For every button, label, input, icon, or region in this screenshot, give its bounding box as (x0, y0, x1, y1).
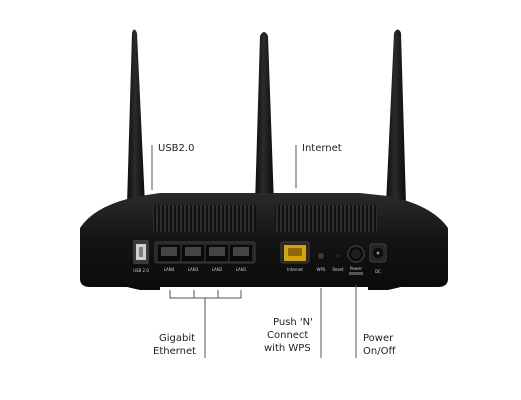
lan-port-block: LAN4 LAN3 LAN2 LAN1 (154, 241, 256, 272)
wps-button: WPS (317, 253, 326, 272)
power-callout-line-1: Power (363, 333, 394, 344)
antenna-right (386, 29, 406, 205)
wps-label: WPS (317, 267, 326, 272)
dc-label: DC (375, 269, 381, 274)
callout-lines (151, 145, 357, 358)
vent-grille-left (153, 205, 256, 232)
power-callout-line-2: On/Off (363, 346, 396, 357)
power-button: Power (347, 245, 365, 275)
power-label: Power (350, 266, 362, 271)
reset-button: Reset (332, 254, 344, 272)
antenna-center (255, 32, 274, 205)
ethernet-callout-line-1: Gigabit (159, 333, 196, 344)
power-callout-label: Power On/Off (363, 332, 395, 358)
lan-port-4 (158, 245, 180, 261)
reset-label: Reset (332, 267, 344, 272)
ethernet-callout-line-2: Ethernet (153, 346, 197, 357)
lan3-label: LAN3 (188, 267, 199, 272)
wps-callout-line-1: Push 'N' (273, 317, 313, 328)
internet-port: Internet (280, 241, 310, 272)
lan-port-1 (230, 245, 252, 261)
wps-callout-line-3: with WPS (264, 343, 311, 354)
lan-port-3 (182, 245, 204, 261)
ethernet-bracket (169, 290, 242, 299)
lan1-label: LAN1 (236, 267, 247, 272)
lan-port-2 (206, 245, 228, 261)
usb-port: USB 2.0 (133, 240, 149, 273)
antenna-left (127, 29, 145, 205)
internet-port-label: Internet (287, 267, 303, 272)
lan4-label: LAN4 (164, 267, 175, 272)
ethernet-callout-label: Gigabit Ethernet (153, 332, 196, 358)
vent-grille-right (275, 205, 377, 232)
internet-callout-label: Internet (302, 143, 342, 154)
usb-callout-label: USB2.0 (158, 143, 195, 154)
lan2-label: LAN2 (212, 267, 223, 272)
wps-callout-line-2: Connect (267, 330, 309, 341)
usb-port-label: USB 2.0 (133, 268, 149, 273)
dc-jack: DC (369, 243, 387, 274)
wps-callout-label: Push 'N' Connect with WPS (264, 316, 313, 355)
